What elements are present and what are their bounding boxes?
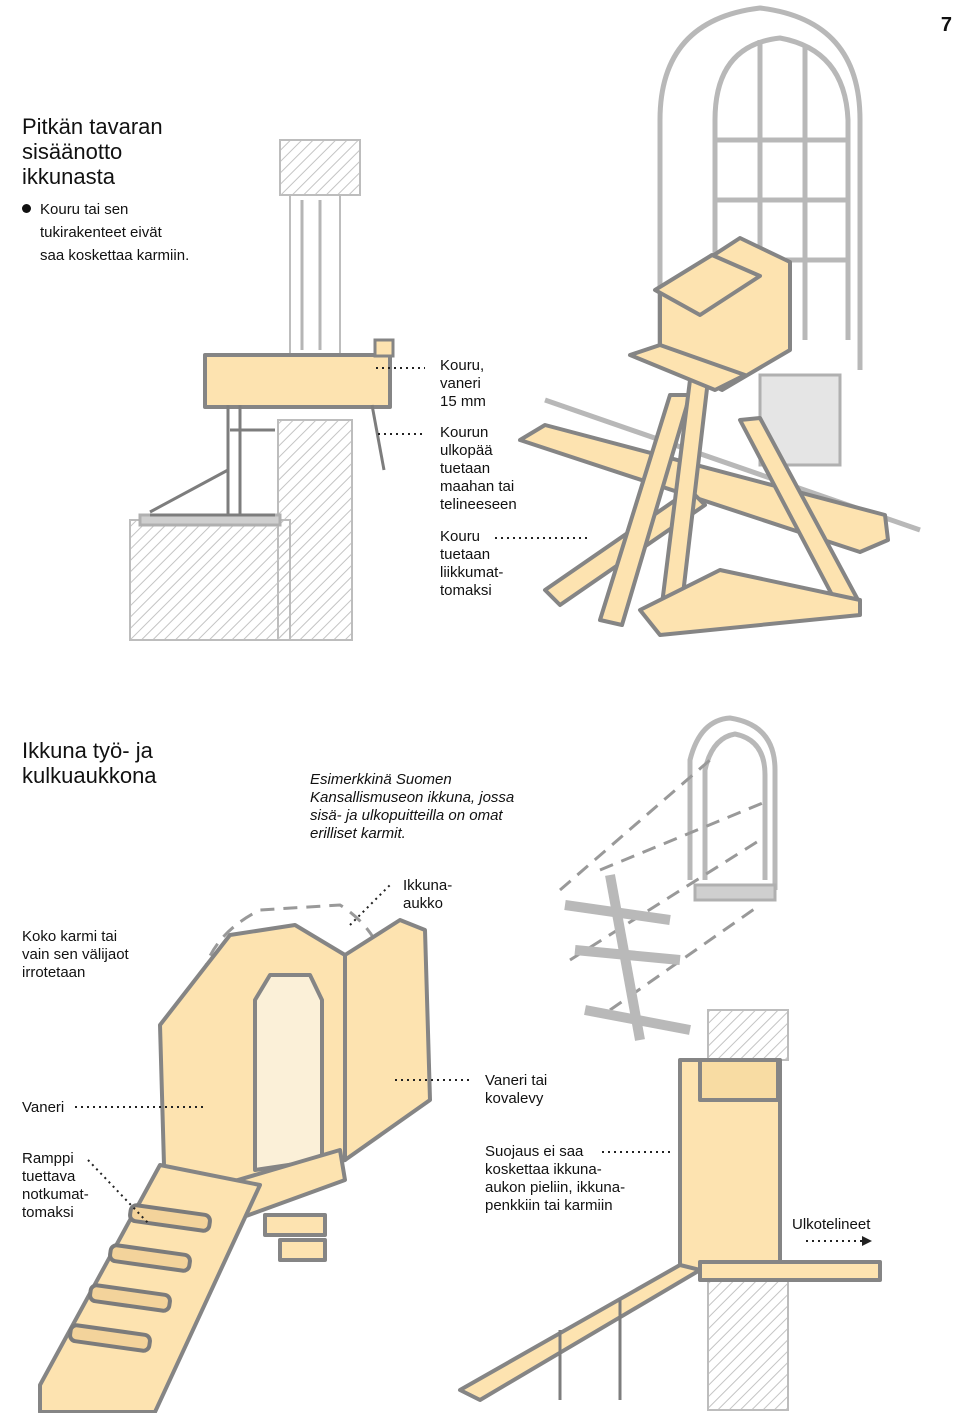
label-support: Kouru tuetaan liikkumat- tomaksi [440,528,504,599]
label-scaffold: Ulkotelineet [792,1216,871,1233]
example-caption: Esimerkkinä Suomen Kansallismuseon ikkun… [310,771,515,842]
passage-tunnel-drawing [38,903,432,1413]
label-plywood: Vaneri [22,1099,65,1116]
label-chute: Kouru, vaneri 15 mm [440,357,486,410]
bullet-line: Kouru tai sen [40,201,129,218]
section2-title: Ikkuna työ- ja kulkuaukkona [22,738,157,788]
leader-lines [75,367,872,1246]
section-view-drawing [129,139,395,641]
title-line: Ikkuna työ- ja [22,738,153,763]
bullet-line: saa koskettaa karmiin. [40,247,190,264]
title-line: kulkuaukkona [22,763,157,788]
label-outer-end: Kourun ulkopää tuetaan maahan tai teline… [440,424,517,513]
label-protection: Suojaus ei saa koskettaa ikkuna- aukon p… [485,1143,626,1214]
chute-trestle-drawing [518,5,921,637]
section1-title: Pitkän tavaran sisäänotto ikkunasta [22,114,163,189]
bullet-line: tukirakenteet eivät [40,224,162,241]
bullet-item: Kouru tai sen tukirakenteet eivät saa ko… [22,198,230,267]
label-frame-removed: Koko karmi tai vain sen välijaot irrotet… [22,928,129,981]
title-line: sisäänotto [22,139,123,164]
title-line: Pitkän tavaran [22,114,163,139]
label-window-opening: Ikkuna- aukko [403,877,453,912]
outer-protection-drawing [458,1058,882,1402]
label-ramp: Ramppi tuettava notkumat- tomaksi [22,1150,89,1221]
page-number: 7 [940,14,952,36]
label-plywood-or-board: Vaneri tai kovalevy [485,1072,548,1107]
title-line: ikkunasta [22,164,115,189]
